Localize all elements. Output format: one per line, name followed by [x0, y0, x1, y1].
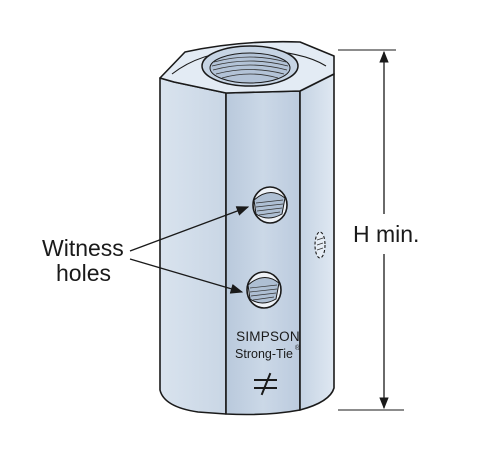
leader-to-lower-hole	[129, 258, 244, 294]
brand-name: SIMPSON	[236, 329, 300, 344]
brand-tagline-text: Strong-Tie	[235, 347, 293, 361]
threaded-top-hole-inner	[209, 52, 291, 84]
witness-hole-upper	[252, 186, 288, 224]
height-label: H min.	[353, 221, 419, 247]
leader-to-upper-hole	[129, 206, 250, 252]
witness-callout: Witness holes	[42, 206, 250, 294]
height-dimension: H min.	[338, 49, 419, 411]
nut-left-face	[159, 77, 227, 415]
witness-hole-side	[314, 231, 326, 259]
witness-hole-lower	[246, 271, 282, 309]
registered-mark: ®	[295, 344, 301, 352]
nut-front-face	[225, 90, 301, 416]
stamp-mark	[254, 372, 277, 396]
witness-label-line2: holes	[56, 260, 111, 286]
coupler-nut: SIMPSON Strong-Tie ®	[159, 40, 335, 416]
thread-lines	[211, 56, 289, 79]
witness-label-line1: Witness	[42, 235, 124, 261]
brand-tagline: Strong-Tie	[235, 347, 293, 361]
